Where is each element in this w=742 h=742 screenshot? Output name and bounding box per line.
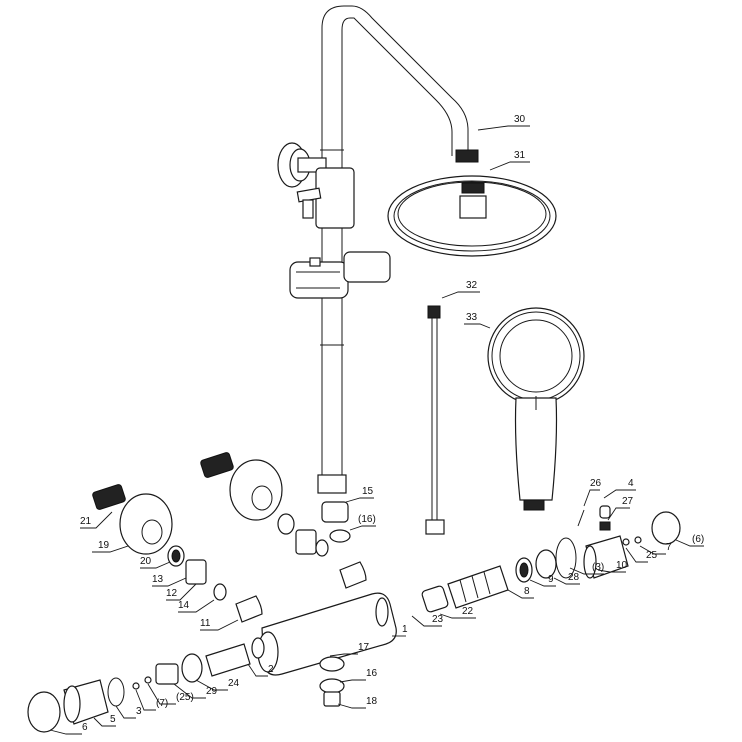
- label-13: 13: [152, 574, 164, 585]
- label-1: 1: [402, 624, 408, 635]
- label-22: 22: [462, 606, 474, 617]
- label-4: 4: [628, 478, 634, 489]
- label-25: 25: [646, 550, 658, 561]
- label-30: 30: [514, 114, 526, 125]
- label-16: 16: [366, 668, 378, 679]
- label-21: 21: [80, 516, 92, 527]
- label-23: 23: [432, 614, 444, 625]
- label-28: 28: [568, 572, 580, 583]
- label-6: 6: [82, 722, 88, 733]
- label-2: 2: [268, 664, 274, 675]
- label-7: 7: [666, 542, 672, 553]
- label-12: 12: [166, 588, 178, 599]
- label-32: 32: [466, 280, 478, 291]
- label-27: 27: [622, 496, 634, 507]
- bottom-center-parts: [319, 656, 345, 707]
- shower-hose: [425, 305, 445, 535]
- label-5: 5: [110, 714, 116, 725]
- label-7b: (7): [156, 698, 168, 709]
- label-18: 18: [366, 696, 378, 707]
- label-26: 26: [590, 478, 602, 489]
- hand-shower: [487, 307, 585, 511]
- wall-bracket: [277, 142, 355, 229]
- label-24: 24: [228, 678, 240, 689]
- leader-lines: [49, 125, 704, 735]
- label-14: 14: [178, 600, 190, 611]
- label-10: 10: [616, 560, 628, 571]
- middle-fittings: [200, 452, 367, 589]
- slide-holder: [289, 251, 391, 299]
- label-17: 17: [358, 642, 370, 653]
- label-8: 8: [524, 586, 530, 597]
- label-29: 29: [206, 686, 218, 697]
- riser-pipe: [317, 5, 479, 494]
- pipe-end-30: [455, 149, 479, 163]
- label-3: 3: [136, 706, 142, 717]
- label-25b: (25): [176, 692, 194, 703]
- label-9: 9: [548, 574, 554, 585]
- right-side-parts: [515, 505, 681, 583]
- label-11: 11: [200, 618, 211, 629]
- label-6b: (6): [692, 534, 704, 545]
- left-fittings: [92, 484, 263, 623]
- overhead-shower-head: [387, 175, 557, 257]
- label-33: 33: [466, 312, 478, 323]
- label-31: 31: [514, 150, 526, 161]
- label-15: 15: [362, 486, 374, 497]
- part-labels: 30 31 32 33 15 (16) 1 22 23 8 9 28 (3) 1…: [80, 114, 704, 733]
- bottom-left-parts: [27, 637, 265, 733]
- label-3b: (3): [592, 562, 604, 573]
- label-19: 19: [98, 540, 110, 551]
- label-16b: (16): [358, 514, 376, 525]
- label-20: 20: [140, 556, 152, 567]
